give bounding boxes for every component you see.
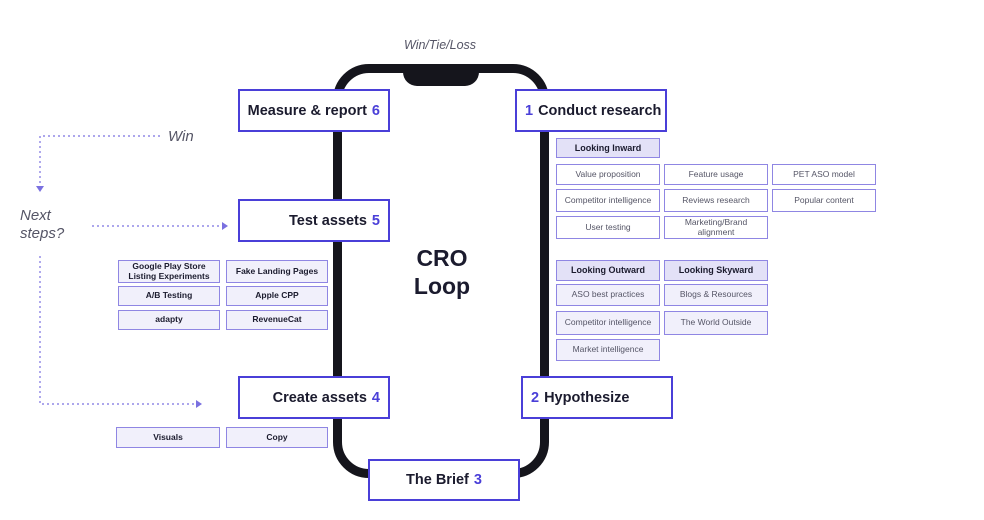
tool-revenuecat: RevenueCat (226, 310, 328, 330)
create-item-copy: Copy (226, 427, 328, 448)
arrowhead-right-test (222, 222, 228, 230)
step-label: The Brief (406, 472, 469, 488)
next-steps-to-create-connector (39, 256, 196, 405)
win-tie-loss-label: Win/Tie/Loss (404, 38, 477, 52)
skyward-blogs-resources: Blogs & Resources (664, 284, 768, 306)
create-item-visuals: Visuals (116, 427, 220, 448)
step-number: 2 (531, 389, 540, 406)
cro-title-line1: CRO (416, 245, 468, 271)
research-feature-usage: Feature usage (664, 164, 768, 185)
research-pet-aso-model: PET ASO model (772, 164, 876, 185)
looking-inward-header: Looking Inward (556, 138, 660, 158)
cro-title-line2: Loop (413, 273, 471, 299)
looking-skyward-header: Looking Skyward (664, 260, 768, 281)
tool-adapty: adapty (118, 310, 220, 330)
step-label: Create assets (272, 389, 367, 406)
step-label: Conduct research (538, 102, 662, 119)
research-reviews-research: Reviews research (664, 189, 768, 212)
win-connector (39, 135, 160, 186)
next-steps-label: Next steps? (20, 207, 64, 243)
win-label: Win (168, 128, 194, 145)
tool-fake-landing-pages: Fake Landing Pages (226, 260, 328, 283)
tool-apple-cpp: Apple CPP (226, 286, 328, 306)
tool-ab-testing: A/B Testing (118, 286, 220, 306)
research-value-proposition: Value proposition (556, 164, 660, 185)
arrowhead-right-create (196, 400, 202, 408)
step-number: 5 (371, 212, 380, 229)
looking-outward-header: Looking Outward (556, 260, 660, 281)
skyward-world-outside: The World Outside (664, 311, 768, 335)
arrowhead-down (36, 186, 44, 192)
step-label: Hypothesize (544, 389, 630, 406)
step-label: Measure & report (247, 102, 367, 119)
research-user-testing: User testing (556, 216, 660, 239)
step-label: Test assets (289, 212, 367, 229)
step-number: 3 (473, 472, 482, 488)
step-number: 6 (371, 102, 380, 119)
next-steps-line2: steps? (20, 225, 65, 242)
step-number: 4 (371, 389, 380, 406)
phone-notch (403, 64, 479, 86)
tool-google-play-experiments: Google Play Store Listing Experiments (118, 260, 220, 283)
outward-market-intelligence: Market intelligence (556, 339, 660, 361)
step-number: 1 (525, 102, 534, 119)
research-popular-content: Popular content (772, 189, 876, 212)
outward-competitor-intelligence: Competitor intelligence (556, 311, 660, 335)
research-marketing-brand-alignment: Marketing/Brand alignment (664, 216, 768, 239)
research-competitor-intelligence: Competitor intelligence (556, 189, 660, 212)
next-steps-line1: Next (20, 207, 51, 224)
outward-aso-best-practices: ASO best practices (556, 284, 660, 306)
cro-loop-title: CRO Loop (390, 244, 494, 300)
